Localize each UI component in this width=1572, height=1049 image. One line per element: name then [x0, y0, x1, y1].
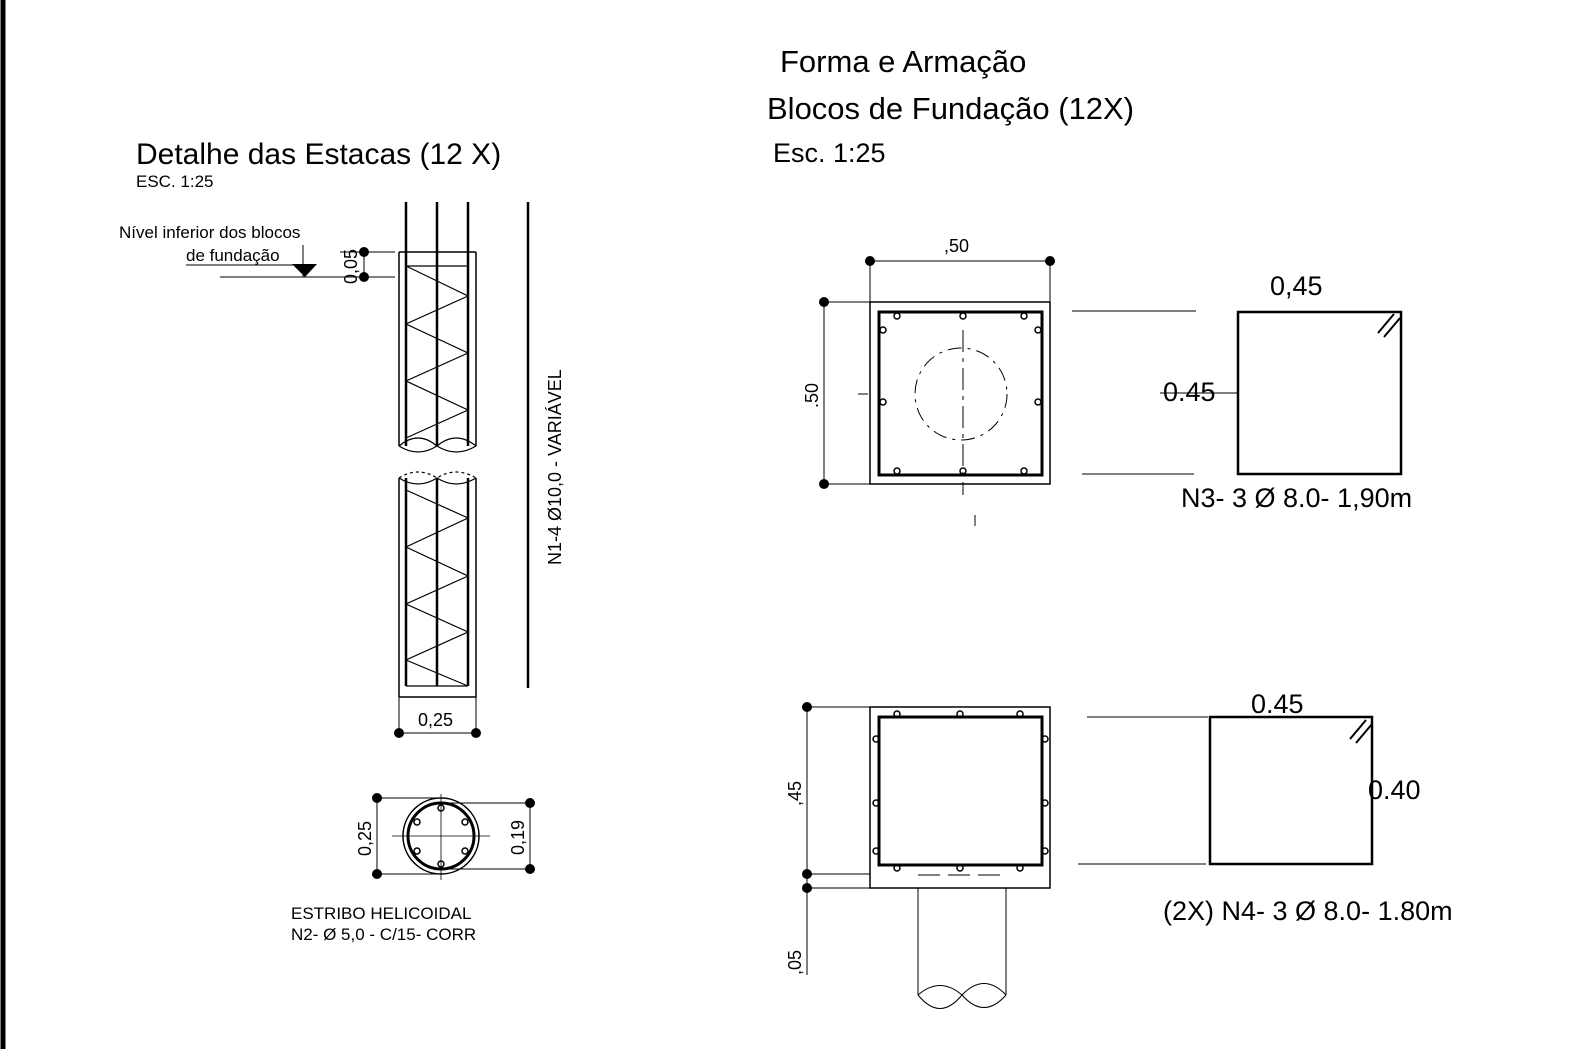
block-top-bars: [879, 312, 1042, 475]
bar-n4-shape: [1208, 715, 1374, 866]
bar-n3-dim-side: 0.45: [1163, 377, 1216, 407]
pile-lower-segment: [398, 471, 477, 698]
dim-top-node-2: [359, 272, 369, 282]
section-bar-3: [461, 847, 469, 855]
bar-n3-dim-top: 0,45: [1270, 271, 1323, 301]
pile-detail: Detalhe das Estacas (12 X) ESC. 1:25 Nív…: [119, 138, 565, 738]
block-title-line2: Blocos de Fundação (12X): [767, 91, 1134, 126]
block-bottom-dim-height: ,45: [785, 781, 805, 806]
block-title-line1: Forma e Armação: [780, 44, 1026, 79]
level-note-line1: Nível inferior dos blocos: [119, 223, 300, 242]
block-bottom-stirrup: [877, 715, 1044, 867]
rebar-n1-label: N1-4 Ø10,0 - VARIÁVEL: [545, 369, 565, 565]
dim-top-node-1: [359, 247, 369, 257]
section-bar-5: [413, 847, 421, 855]
block-top-pile-outline: [914, 347, 1008, 441]
pile-detail-scale: ESC. 1:25: [136, 172, 214, 191]
block-top-plan: ,50 .50 0,45 0.45 N3- 3 Ø 8.0- 1,90m: [802, 236, 1412, 526]
section-bar-4: [437, 860, 445, 868]
dim-width-node-1: [394, 728, 404, 738]
block-bottom-bars: [872, 710, 1049, 872]
section-label-line1: ESTRIBO HELICOIDAL: [291, 904, 471, 923]
block-detail-titles: Forma e Armação Blocos de Fundação (12X)…: [767, 44, 1134, 168]
pile-cross-section: 0,25 0,19 ESTRIBO HELICOIDAL N2- Ø 5,0 -…: [291, 793, 535, 944]
bar-n3-label: N3- 3 Ø 8.0- 1,90m: [1181, 483, 1412, 513]
block-bottom-outline: [869, 706, 1051, 889]
dim-width-node-2: [471, 728, 481, 738]
block-top-outline: [869, 301, 1051, 485]
dim-width-label: 0,25: [418, 710, 453, 730]
section-dim-outer-label: 0,25: [355, 821, 375, 856]
block-bottom-dim-base: ,05: [785, 950, 805, 975]
block-bottom-elevation: ,45 ,05 0.45 0.40 (2X) N4- 3 Ø 8.0- 1.80…: [785, 689, 1453, 1009]
level-note-line2: de fundação: [186, 246, 280, 265]
block-top-dim-height: .50: [802, 383, 822, 408]
bar-n4-dim-top: 0.45: [1251, 689, 1304, 719]
section-bar-1: [437, 804, 445, 812]
bar-n4-dim-side: 0.40: [1368, 775, 1421, 805]
section-bar-2: [461, 818, 469, 826]
block-scale: Esc. 1:25: [773, 138, 886, 168]
bar-n4-label: (2X) N4- 3 Ø 8.0- 1.80m: [1163, 896, 1453, 926]
block-top-stirrup: [877, 310, 1044, 477]
section-bar-6: [413, 818, 421, 826]
dim-top-label: 0,05: [341, 249, 361, 284]
block-top-dim-width: ,50: [944, 236, 969, 256]
section-dim-inner-label: 0,19: [508, 820, 528, 855]
bar-n3-shape: [1236, 310, 1403, 476]
pile-detail-title: Detalhe das Estacas (12 X): [136, 138, 501, 171]
section-label-line2: N2- Ø 5,0 - C/15- CORR: [291, 925, 476, 944]
level-marker-icon: [292, 264, 317, 277]
pile-upper-segment: [398, 251, 477, 453]
